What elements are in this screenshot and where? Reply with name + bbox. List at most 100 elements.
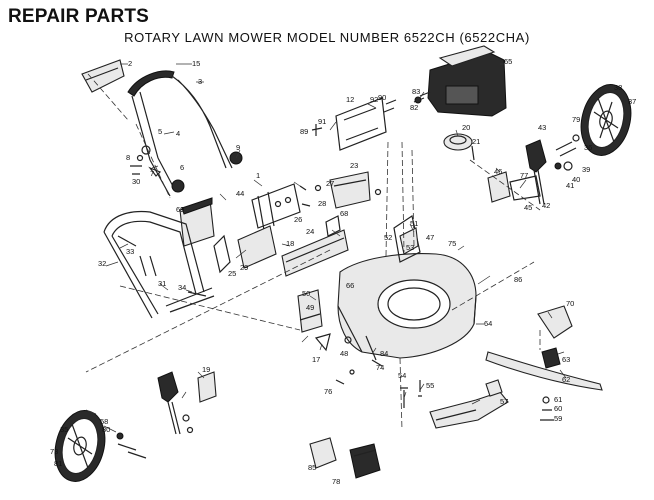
callout-90: 90: [378, 93, 386, 102]
callout-17: 17: [312, 355, 320, 364]
callout-12: 12: [346, 95, 354, 104]
callout-5: 5: [158, 127, 162, 136]
callout-6: 6: [180, 163, 184, 172]
callout-38a: 38: [614, 83, 622, 92]
side-discharge-deflector: [314, 171, 382, 209]
callout-41a: 41: [566, 181, 574, 190]
callout-61: 61: [554, 395, 562, 404]
callout-48: 48: [340, 349, 348, 358]
front-wheel-left: [54, 410, 147, 482]
callout-35: 35: [60, 425, 68, 434]
callout-66: 66: [346, 281, 354, 290]
callout-73: 73: [50, 447, 58, 456]
callout-82: 82: [410, 103, 418, 112]
callout-23: 23: [350, 161, 358, 170]
height-adjuster-left: [157, 371, 217, 435]
callout-8: 8: [126, 153, 130, 162]
callout-49: 49: [306, 303, 314, 312]
callout-3: 3: [198, 77, 202, 86]
callout-27: 27: [326, 179, 334, 188]
rear-wheel-right: [580, 84, 632, 156]
callout-42a: 42: [542, 201, 550, 210]
callout-26: 26: [294, 215, 302, 224]
callout-89: 89: [300, 127, 308, 136]
callout-9: 9: [236, 143, 240, 152]
callout-47a: 47: [426, 233, 434, 242]
callout-33: 33: [126, 247, 134, 256]
callout-2: 2: [128, 59, 132, 68]
callout-64: 64: [484, 319, 492, 328]
grass-catcher-handle: [311, 97, 397, 151]
callout-75a: 75: [448, 239, 456, 248]
callout-46: 46: [494, 167, 502, 176]
callout-18: 18: [286, 239, 294, 248]
callout-29: 29: [240, 263, 248, 272]
page-title: REPAIR PARTS: [8, 6, 150, 27]
bottom-hardware: [309, 437, 381, 479]
callout-4: 4: [176, 129, 180, 138]
engine: [413, 45, 507, 117]
callout-77a: 77: [520, 171, 528, 180]
callout-86b: 86: [514, 275, 522, 284]
callout-leader-lines: [85, 63, 567, 433]
callout-32: 32: [98, 259, 106, 268]
callout-83: 83: [412, 87, 420, 96]
callout-69: 69: [176, 205, 184, 214]
callout-15: 15: [192, 59, 200, 68]
callout-34: 34: [178, 283, 186, 292]
callout-36: 36: [584, 143, 592, 152]
callout-43a: 43: [538, 123, 546, 132]
callout-85: 85: [308, 463, 316, 472]
callout-80: 80: [102, 425, 110, 434]
callout-57: 57: [500, 397, 508, 406]
callout-68a: 68: [340, 209, 348, 218]
callout-74: 74: [376, 363, 384, 372]
callout-63: 63: [562, 355, 570, 364]
blade-adapter-pulley: [443, 133, 475, 161]
callout-59: 59: [554, 414, 562, 423]
mower-deck: [337, 215, 477, 359]
callout-52a: 52: [384, 233, 392, 242]
callout-53: 53: [406, 243, 414, 252]
rear-baffle-assembly: [213, 215, 349, 277]
callout-31: 31: [158, 279, 166, 288]
callout-91: 91: [318, 117, 326, 126]
callout-28a: 28: [318, 199, 326, 208]
assembly-guide-lines: [85, 73, 541, 431]
blade-bolt: [400, 380, 422, 408]
blade-assembly: [485, 305, 603, 421]
grass-bag-frame-panel: [179, 197, 215, 247]
callout-81: 81: [54, 459, 62, 468]
callout-51: 51: [410, 219, 418, 228]
callout-19: 19: [202, 365, 210, 374]
callout-21: 21: [472, 137, 480, 146]
callout-84: 84: [380, 349, 388, 358]
callout-65: 65: [504, 57, 512, 66]
callout-62: 62: [562, 375, 570, 384]
callout-58: 58: [100, 417, 108, 426]
callout-78: 78: [332, 477, 340, 486]
callout-numbers: 2 15 3 4 5 8 7 6 9 30 69 44 26 1 91 12 9…: [50, 57, 636, 486]
rear-door-bracket: [251, 183, 311, 231]
callout-30: 30: [132, 177, 140, 186]
callout-37a: 37: [628, 97, 636, 106]
lower-handle-frame: [103, 210, 215, 319]
callout-24: 24: [306, 227, 314, 236]
callout-79a: 79: [572, 115, 580, 124]
height-adjuster-right: [487, 134, 580, 205]
upper-handle: [127, 70, 233, 197]
callout-50: 50: [302, 289, 310, 298]
callout-86a: 76: [324, 387, 332, 396]
callout-44: 44: [236, 189, 244, 198]
mulching-plug: [429, 379, 509, 429]
grass-bag-cover: [81, 59, 125, 93]
callout-1: 1: [256, 171, 260, 180]
handle-knob-hardware: [130, 145, 243, 193]
callout-60: 60: [554, 404, 562, 413]
callout-45a: 45: [524, 203, 532, 212]
callout-70: 70: [566, 299, 574, 308]
callout-39a: 39: [582, 165, 590, 174]
callout-7: 7: [150, 169, 154, 178]
